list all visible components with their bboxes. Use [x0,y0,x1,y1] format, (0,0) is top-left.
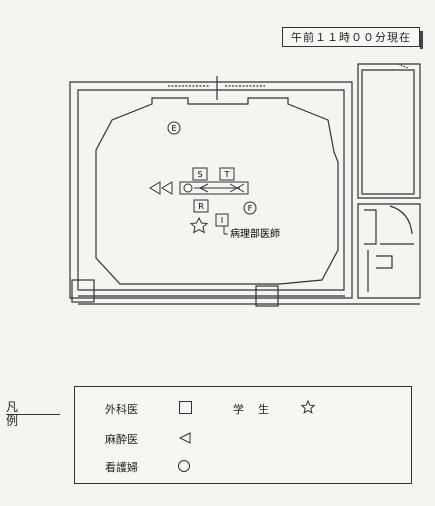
door-swing [389,205,413,235]
legend-surgeon-label: 外科医 [105,403,138,416]
time-stamp-box: 午前１１時００分現在 [282,27,423,49]
triangle-2 [161,181,173,195]
anesthesiologist-markers [149,181,173,195]
pathologist-label: 病理部医師 [230,227,280,240]
box-r-label: R [198,202,204,211]
door-left-frame [364,209,377,245]
operating-theatre-wall [95,97,339,285]
box-s-label: S [197,170,202,179]
triangle-1 [149,181,161,195]
annex-room-inner [361,69,415,195]
marker-f: F [243,201,257,215]
operating-table [179,181,249,195]
time-stamp-text: 午前１１時００分現在 [291,31,411,44]
box-t: T [219,167,235,181]
legend-nurse-label: 看護婦 [105,461,138,474]
triangle-icon [178,432,191,444]
star-icon [301,400,315,414]
outer-wall-inner [77,89,345,291]
corner-box-left [71,279,95,303]
box-s: S [192,167,208,181]
annex-room [357,63,421,199]
marker-e: E [167,121,181,135]
box-r: R [193,199,209,213]
outer-wall [69,81,353,299]
lower-annex [357,203,421,299]
legend-student-label: 学生 [233,403,283,416]
square-icon [179,401,192,414]
legend-box: 外科医 麻酔医 看護婦 学生 [74,386,412,484]
marker-e-label: E [171,124,176,133]
operating-room-floorplan: E S T R F 病理部医師 [69,63,421,307]
circle-icon [178,460,190,472]
legend-title: 凡例 [6,400,60,428]
box-t-label: T [224,170,230,179]
student-star [189,216,209,234]
marker-f-label: F [248,204,253,213]
pathologist-marker: 病理部医師 [215,213,280,240]
legend-anesthesiologist-label: 麻酔医 [105,433,138,446]
